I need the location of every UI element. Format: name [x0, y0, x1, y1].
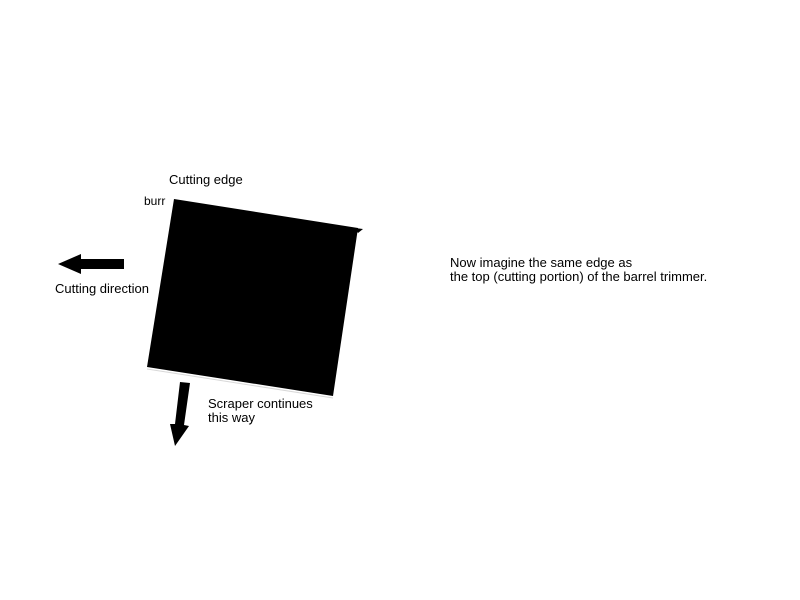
cutting-edge-label: Cutting edge [169, 172, 243, 187]
burr-tip [355, 228, 363, 233]
instruction-note: Now imagine the same edge as the top (cu… [450, 256, 707, 284]
scraper-continues-arrow [170, 382, 190, 446]
note-line2: the top (cutting portion) of the barrel … [450, 269, 708, 284]
scraper-blade [147, 199, 358, 396]
note-line1: Now imagine the same edge as [450, 255, 633, 270]
cutting-direction-label: Cutting direction [55, 281, 150, 296]
burr-label: burr [144, 194, 166, 208]
blade-bottom-edge [146, 368, 334, 399]
scraper-continues-label: Scraper continues this way [208, 397, 313, 425]
scraper-label-line2: this way [208, 410, 255, 425]
cutting-direction-arrow [58, 254, 124, 274]
scraper-label-line1: Scraper continues [208, 396, 313, 411]
